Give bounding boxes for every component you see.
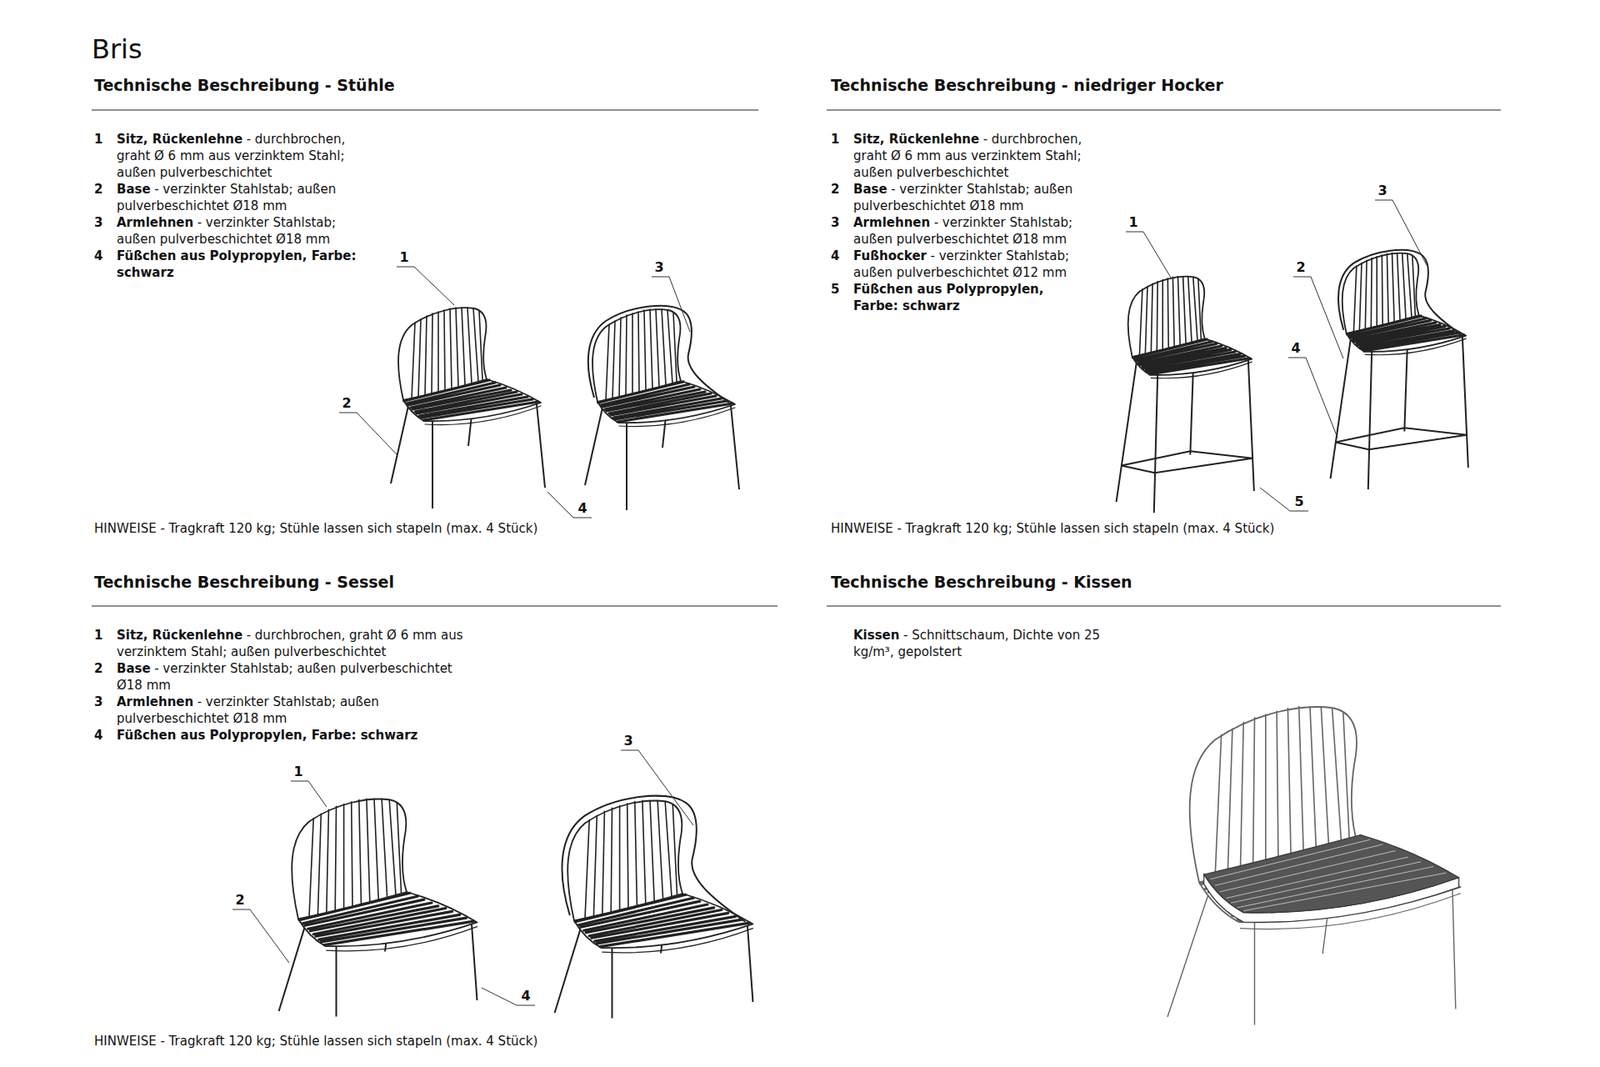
item-number: 4 <box>94 726 103 744</box>
spec-term: Base <box>853 181 888 197</box>
section-heading: Technische Beschreibung - niedriger Hock… <box>830 75 1224 95</box>
spec-term: Fußhocker <box>853 248 927 264</box>
callout-number: 4 <box>1290 340 1301 357</box>
item-number: 4 <box>94 247 103 265</box>
cushion <box>1204 835 1460 913</box>
chair-shell <box>1127 275 1252 378</box>
chair-shell <box>398 307 541 425</box>
spec-term: Füßchen aus Polypropylen, Farbe: schwarz <box>853 281 1044 314</box>
spec-item: Sitz, Rückenlehne- durchbrochen, graht Ø… <box>853 130 1085 181</box>
spec-item: Base- verzinkter Stahlstab; außen pulver… <box>853 180 1085 215</box>
item-number: 2 <box>94 180 103 198</box>
item-number: 2 <box>830 180 840 198</box>
spec-item: Armlehnen- verzinkter Stahlstab; außen p… <box>116 214 367 248</box>
chair-shell <box>567 800 753 953</box>
armrest <box>588 305 730 403</box>
spec-item: Sitz, Rückenlehne- durchbrochen, graht Ø… <box>116 130 367 181</box>
section-heading: Technische Beschreibung - Stühle <box>94 75 395 95</box>
item-number: 4 <box>830 247 840 265</box>
spec-item: Armlehnen- verzinkter Stahlstab; außen p… <box>116 693 467 727</box>
item-number: 3 <box>94 214 103 231</box>
arm-stool <box>1330 250 1469 490</box>
chair-shell <box>1341 252 1466 355</box>
callout-number: 1 <box>292 763 304 780</box>
spec-term: Füßchen aus Polypropylen, Farbe: schwarz <box>116 727 418 743</box>
callout-number: 3 <box>1376 182 1388 200</box>
note-text: HINWEISE - Tragkraft 120 kg; Stühle lass… <box>830 520 1275 537</box>
spec-item: Kissen- Schnittschaum, Dichte von 25 kg/… <box>853 626 1129 660</box>
spec-text: - verzinkter Stahlstab; außen pulverbesc… <box>116 660 453 693</box>
callout-number: 5 <box>1293 493 1305 510</box>
leader-lines <box>232 200 1427 1005</box>
spec-item: Füßchen aus Polypropylen, Farbe: schwarz <box>116 726 467 744</box>
callout-number: 4 <box>520 987 531 1005</box>
callout-number: 3 <box>622 732 634 750</box>
item-number: 1 <box>830 130 840 148</box>
spec-term: Armlehnen <box>116 694 194 710</box>
spec-term: Base <box>116 181 151 197</box>
callout-number: 2 <box>1295 259 1306 276</box>
callout-number: 3 <box>653 259 665 276</box>
spec-term: Base <box>116 660 151 676</box>
footrest <box>1121 450 1253 473</box>
item-number: 3 <box>94 693 103 710</box>
section-heading: Technische Beschreibung - Kissen <box>830 571 1133 592</box>
note-text: HINWEISE - Tragkraft 120 kg; Stühle lass… <box>94 520 538 537</box>
arm-chair <box>585 305 740 510</box>
spec-term: Sitz, Rückenlehne <box>116 627 243 643</box>
armrest <box>561 795 745 922</box>
item-number: 2 <box>94 660 103 677</box>
item-number: 1 <box>94 130 103 148</box>
item-number: 1 <box>94 626 103 644</box>
spec-term: Füßchen aus Polypropylen, Farbe: schwarz <box>116 248 356 280</box>
stool <box>1116 275 1255 513</box>
footrest <box>1335 427 1467 450</box>
callout-number: 4 <box>576 500 588 517</box>
note-text: HINWEISE - Tragkraft 120 kg; Stühle lass… <box>94 1032 538 1050</box>
cushion-stripes <box>1210 839 1446 911</box>
spec-item: Füßchen aus Polypropylen, Farbe: schwarz <box>853 280 1085 315</box>
spec-term: Sitz, Rückenlehne <box>853 131 980 147</box>
item-number: 3 <box>830 214 840 231</box>
section-heading: Technische Beschreibung - Sessel <box>94 571 395 592</box>
spec-term: Kissen <box>853 627 900 643</box>
chair-shell <box>1190 706 1461 930</box>
page-title: Bris <box>91 33 143 65</box>
spec-item: Armlehnen- verzinkter Stahlstab; außen p… <box>853 214 1085 248</box>
spec-item: Base- verzinkter Stahlstab; außen pulver… <box>116 180 367 215</box>
armrest <box>1338 250 1461 335</box>
callout-number: 1 <box>1127 214 1139 231</box>
callout-number: 2 <box>340 395 352 412</box>
side-chair <box>390 307 545 509</box>
item-number: 5 <box>830 280 840 298</box>
spec-item: Sitz, Rückenlehne- durchbrochen, graht Ø… <box>116 626 467 660</box>
chair-shell <box>291 798 477 951</box>
spec-term: Armlehnen <box>116 215 194 230</box>
chair-shell <box>592 309 735 427</box>
spec-term: Armlehnen <box>853 215 930 230</box>
spec-item: Füßchen aus Polypropylen, Farbe: schwarz <box>116 247 367 281</box>
lounge-chair <box>279 798 478 1016</box>
spec-term: Sitz, Rückenlehne <box>116 131 243 147</box>
lounge-armchair <box>555 795 754 1019</box>
cushion-chair <box>1167 706 1461 1025</box>
callout-number: 1 <box>398 249 410 266</box>
callout-number: 2 <box>234 891 245 909</box>
spec-item: Fußhocker- verzinkter Stahlstab; außen p… <box>853 247 1085 281</box>
spec-item: Base- verzinkter Stahlstab; außen pulver… <box>116 660 467 694</box>
